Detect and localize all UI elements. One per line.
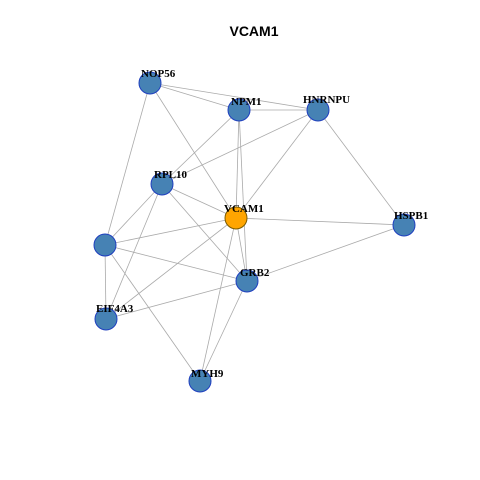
edge-grb2-eif4a3 <box>105 280 248 320</box>
edge-rpl10-eif4a3 <box>105 183 163 320</box>
edge-vcam1-hspb1 <box>235 217 405 226</box>
edge-nop56-npm1 <box>149 82 240 111</box>
node-rpl10[interactable] <box>150 172 174 196</box>
node-npm1[interactable] <box>227 98 251 122</box>
node-hnrnpu[interactable] <box>306 98 330 122</box>
node-nop56[interactable] <box>138 71 162 95</box>
nodes-layer <box>93 71 416 393</box>
edge-nop56-vcam1 <box>149 82 237 219</box>
edge-hnrnpu-vcam1 <box>235 109 319 219</box>
node-label-rpl10: RPL10 <box>154 169 188 181</box>
edge-npm1-grb2 <box>238 109 248 282</box>
edge-nop56-hnrnpu <box>149 82 319 111</box>
node-label-grb2: GRB2 <box>240 267 270 279</box>
edge-npm1-rpl10 <box>161 109 240 185</box>
edge-rpl10-vcam1 <box>161 183 237 219</box>
node-label-nop56: NOP56 <box>141 68 176 80</box>
node-vcam1[interactable] <box>224 206 248 230</box>
node-eif4a3[interactable] <box>94 307 118 331</box>
node-label-hnrnpu: HNRNPU <box>303 94 350 106</box>
edge-vcam1-eif4a3 <box>105 217 237 320</box>
edge-nop56-unlabeled <box>104 82 151 246</box>
graph-title: VCAM1 <box>229 23 278 39</box>
node-label-myh9: MYH9 <box>191 368 224 380</box>
edge-rpl10-unlabeled <box>104 183 163 246</box>
node-label-npm1: NPM1 <box>231 96 262 108</box>
edge-vcam1-unlabeled <box>104 217 237 246</box>
edge-hspb1-grb2 <box>246 224 405 282</box>
edge-rpl10-grb2 <box>161 183 248 282</box>
edge-npm1-vcam1 <box>235 109 240 219</box>
node-label-vcam1: VCAM1 <box>224 203 264 215</box>
node-myh9[interactable] <box>188 369 212 393</box>
edge-vcam1-myh9 <box>199 217 237 382</box>
node-grb2[interactable] <box>235 269 259 293</box>
node-label-hspb1: HSPB1 <box>394 210 428 222</box>
node-unlabeled[interactable] <box>93 233 117 257</box>
node-hspb1[interactable] <box>392 213 416 237</box>
edge-hnrnpu-hspb1 <box>317 109 405 226</box>
node-label-eif4a3: EIF4A3 <box>96 303 134 315</box>
edges-layer <box>104 82 405 382</box>
edge-unlabeled-eif4a3 <box>104 244 107 320</box>
edge-unlabeled-myh9 <box>104 244 201 382</box>
edge-unlabeled-grb2 <box>104 244 248 282</box>
edge-hnrnpu-rpl10 <box>161 109 319 185</box>
edge-grb2-myh9 <box>199 280 248 382</box>
